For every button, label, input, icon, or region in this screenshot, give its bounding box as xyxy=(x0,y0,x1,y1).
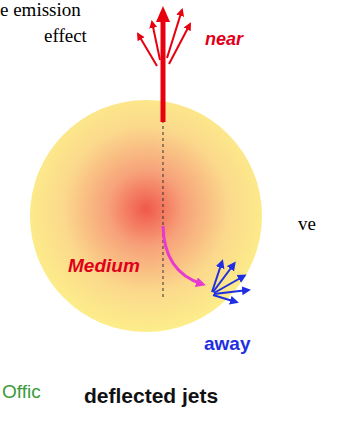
medium-fireball xyxy=(30,100,262,332)
caption-label: deflected jets xyxy=(84,384,218,407)
away-label: away xyxy=(204,334,250,355)
near-jet-arrow xyxy=(167,10,182,58)
watermark-text: Offic xyxy=(2,382,41,403)
near-jet-arrow xyxy=(161,12,166,122)
near-jet-arrow xyxy=(152,22,160,60)
dashed-path xyxy=(163,120,164,300)
cut-text: ve xyxy=(298,214,316,235)
medium-region: Medium xyxy=(30,100,262,332)
cut-text: effect xyxy=(44,26,87,47)
near-jet-arrow xyxy=(138,34,157,66)
away-jet-arrow xyxy=(214,290,248,294)
deflection-arrow xyxy=(163,226,202,284)
near-label: near xyxy=(205,30,243,50)
medium-label: Medium xyxy=(68,256,140,277)
away-jet-arrow xyxy=(213,295,236,302)
cut-text: e emission xyxy=(0,0,81,21)
near-jet-arrow xyxy=(169,24,190,64)
